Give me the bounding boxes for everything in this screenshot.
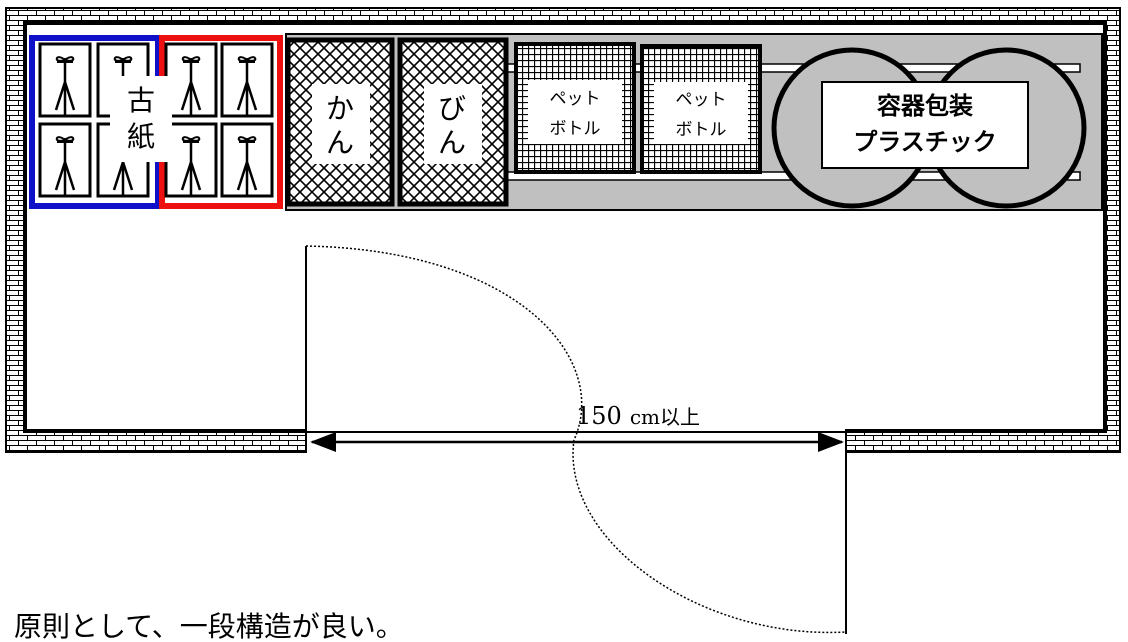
brick-wall: [5, 7, 1121, 453]
plastic-label-2: プラスチック: [853, 128, 997, 156]
arrow-right-icon: [818, 432, 844, 452]
pet-bottle-area-2: ペット ボトル: [640, 44, 762, 174]
paper-label-2: 紙: [127, 120, 155, 153]
paper-storage-area: 古 紙: [29, 35, 283, 209]
paper-bundle: [38, 42, 92, 118]
paper-bundle: [220, 42, 274, 118]
bottles-label-1: び: [438, 92, 466, 125]
paper-bundle: [38, 122, 92, 198]
cans-storage-area: か ん: [285, 37, 395, 207]
pet-bottle-2-label-2: ボトル: [676, 120, 727, 140]
pet-bottle-1-label-1: ペット: [550, 89, 601, 109]
pet-bottle-area-1: ペット ボトル: [514, 42, 636, 174]
plastic-label-1: 容器包装: [877, 92, 973, 120]
pet-bottle-1-label-2: ボトル: [550, 119, 601, 139]
door-swing-arc: [305, 245, 847, 634]
inner-wall-line: [23, 21, 1107, 433]
bottles-storage-area: び ん: [397, 37, 509, 207]
arrow-left-icon: [310, 432, 336, 452]
paper-bundle: [164, 42, 218, 118]
cans-label-2: ん: [326, 126, 354, 159]
cans-label-1: か: [326, 92, 354, 125]
paper-bundle: [164, 122, 218, 198]
pet-bottle-2-label-1: ペット: [676, 90, 727, 110]
note-text: 原則として、一段構造が良い。: [14, 610, 404, 642]
plastic-storage-area: 容器包装 プラスチック: [771, 47, 1087, 209]
paper-bundle: [220, 122, 274, 198]
bottles-label-2: ん: [438, 126, 466, 159]
paper-label-bg: [110, 76, 172, 162]
paper-label-1: 古: [127, 84, 155, 117]
plastic-label-box: [821, 81, 1029, 169]
